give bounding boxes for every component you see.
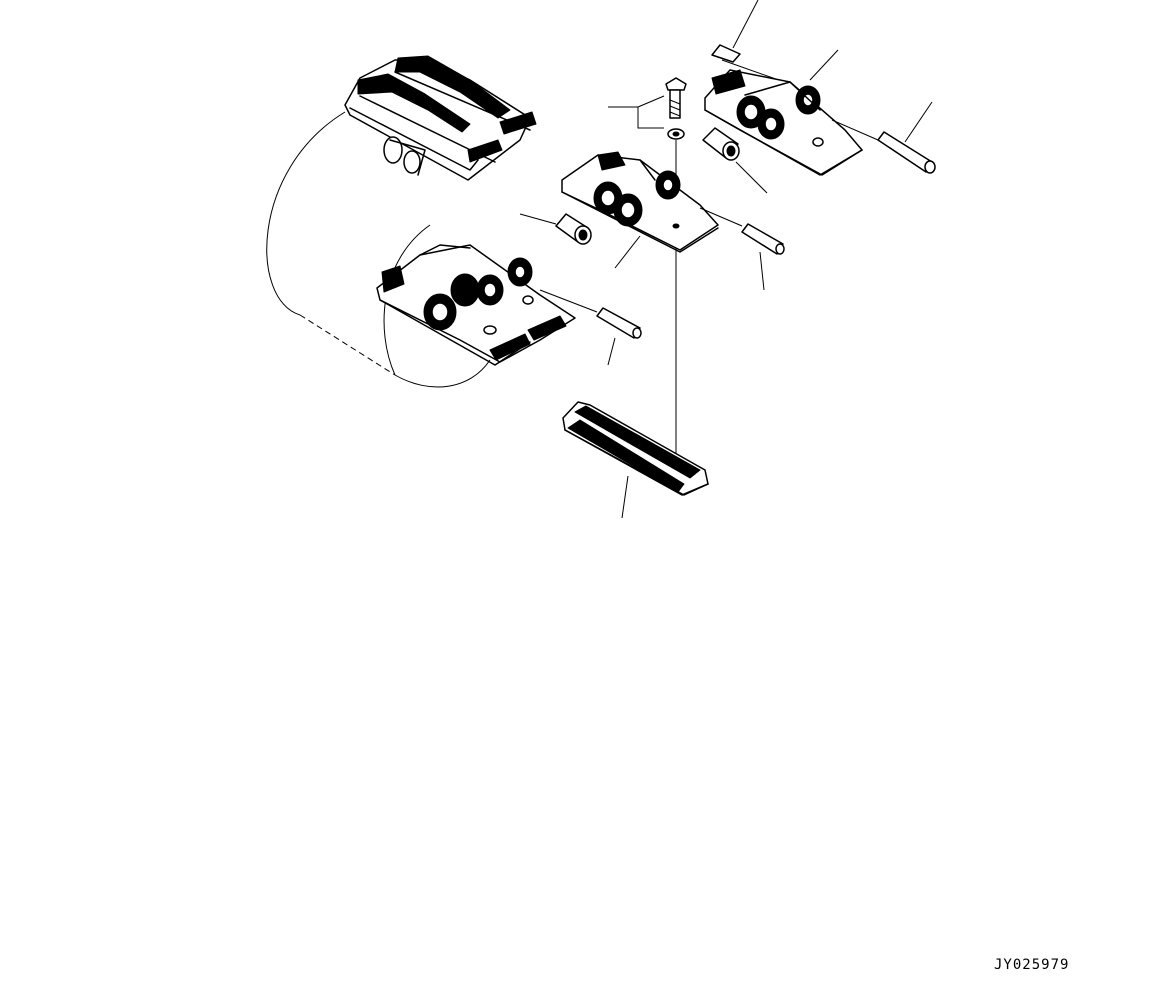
track-shoe — [562, 401, 709, 519]
bushing-upper — [702, 127, 768, 194]
pin-right — [831, 101, 936, 174]
bushing-middle — [519, 213, 592, 245]
pin-lower — [539, 289, 642, 366]
pin-middle — [699, 207, 785, 291]
link-assembly-middle — [561, 151, 719, 269]
pin-top-right — [711, 0, 791, 85]
link-assembly-lower — [376, 244, 576, 366]
bolt-and-nut — [608, 77, 687, 460]
link-assembly-upper-right — [704, 49, 863, 176]
drawing-reference-code: JY025979 — [994, 957, 1070, 973]
track-segment-upper-left — [344, 55, 537, 181]
